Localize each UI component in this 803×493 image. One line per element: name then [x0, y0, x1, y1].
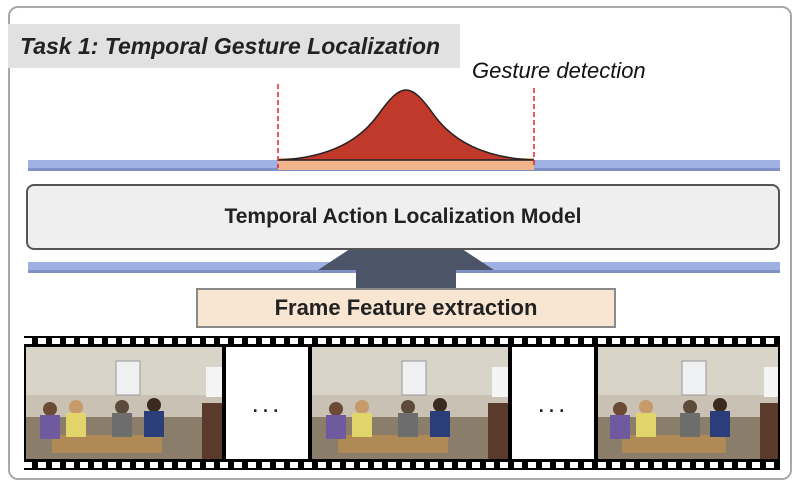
gesture-detection-label: Gesture detection	[472, 58, 646, 83]
ellipsis-frame-2: ...	[512, 347, 594, 459]
video-frame-people-table-icon	[598, 347, 778, 459]
video-frame-people-table-icon	[312, 347, 508, 459]
temporal-action-localization-model-box: Temporal Action Localization Model	[26, 184, 780, 250]
video-frame-2	[312, 347, 508, 459]
detected-segment	[278, 158, 534, 170]
frame-feature-extraction-box: Frame Feature extraction	[196, 288, 616, 328]
gaussian-curve	[277, 89, 535, 161]
video-frame-3	[598, 347, 778, 459]
film-perforations-top	[24, 338, 780, 344]
ellipsis-frame-1: ...	[226, 347, 308, 459]
film-strip: ... ...	[24, 336, 780, 470]
video-frame-1	[26, 347, 222, 459]
up-arrow	[318, 212, 494, 290]
film-perforations-bottom	[24, 462, 780, 468]
task-title: Task 1: Temporal Gesture Localization	[8, 24, 460, 68]
video-frame-people-table-icon	[26, 347, 222, 459]
